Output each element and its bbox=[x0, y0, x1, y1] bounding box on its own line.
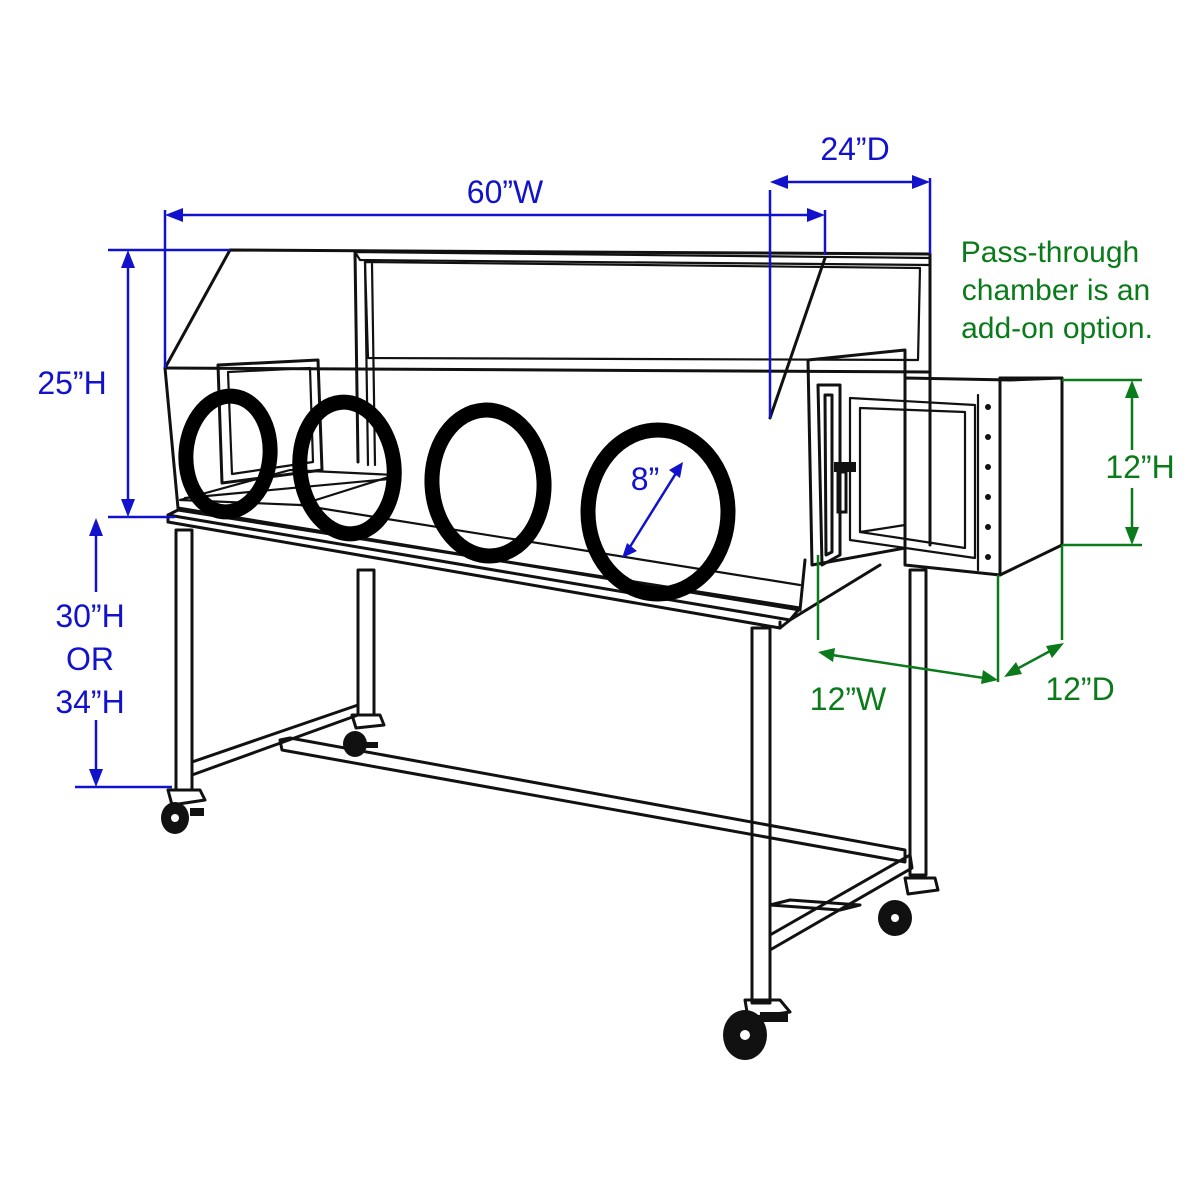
label-width-60: 60”W bbox=[467, 174, 544, 210]
label-stand-height-34: 34”H bbox=[55, 684, 124, 720]
note-line-2: chamber is an bbox=[962, 274, 1150, 307]
glove-port-4 bbox=[580, 422, 736, 602]
label-stand-height-30: 30”H bbox=[55, 598, 124, 634]
glove-ports bbox=[178, 388, 736, 602]
chamber-bolts bbox=[985, 404, 991, 560]
glove-port-2 bbox=[292, 394, 402, 542]
label-chamber-depth: 12”D bbox=[1045, 671, 1114, 707]
label-chamber-height: 12”H bbox=[1105, 449, 1174, 485]
main-dimension-lines bbox=[75, 175, 932, 789]
caster-back-left bbox=[343, 731, 367, 757]
glove-port-3 bbox=[424, 402, 552, 564]
label-port-diameter: 8” bbox=[631, 461, 659, 497]
label-depth-24: 24”D bbox=[820, 131, 889, 167]
label-height-25: 25”H bbox=[37, 365, 106, 401]
glovebox-body bbox=[163, 248, 932, 612]
note-line-1: Pass-through bbox=[961, 236, 1139, 269]
chamber-dimension-lines bbox=[816, 378, 1142, 684]
label-chamber-width: 12”W bbox=[810, 681, 887, 717]
chamber-latch bbox=[834, 462, 856, 472]
caster-wheels bbox=[161, 731, 912, 1060]
label-stand-or: OR bbox=[66, 641, 114, 677]
glove-port-1 bbox=[178, 388, 278, 520]
pass-through-chamber bbox=[816, 376, 1064, 577]
note-line-3: add-on option. bbox=[961, 312, 1153, 345]
stand-frame bbox=[166, 508, 940, 1020]
